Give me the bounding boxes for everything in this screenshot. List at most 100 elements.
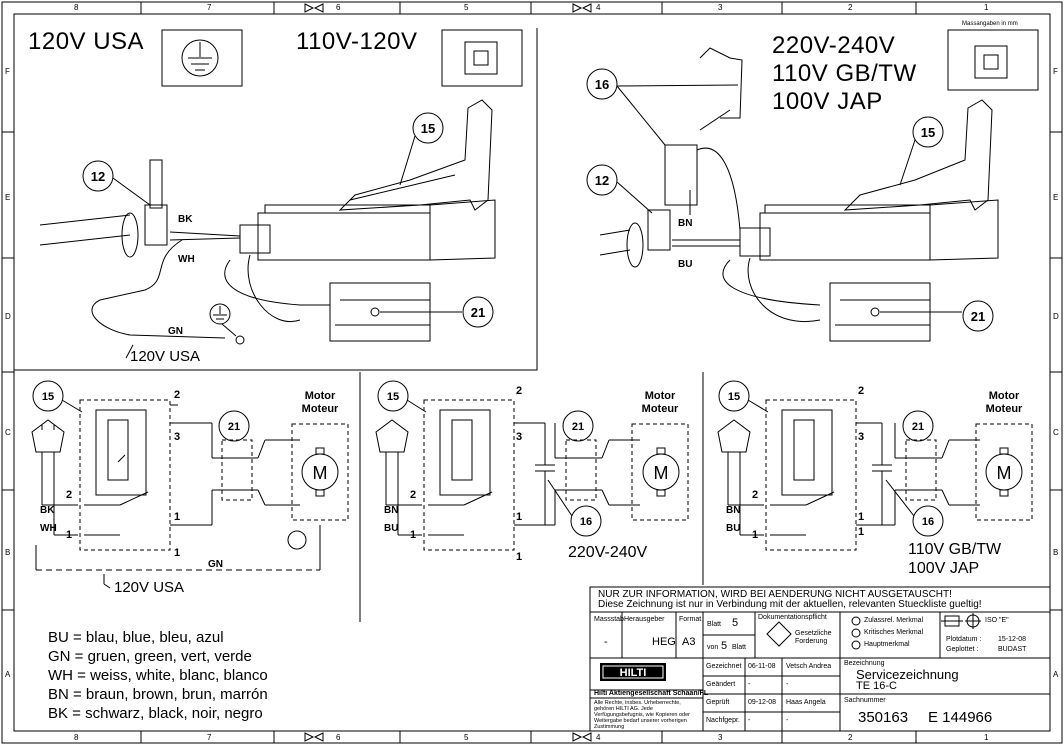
callout-12-left: 12 <box>91 169 105 184</box>
section-divider-left <box>14 28 538 371</box>
herausgeber-label: Herausgeber <box>624 616 665 623</box>
row-label-b-right: B <box>1053 548 1059 557</box>
label-110v-gb-schematic: 110V GB/TW <box>908 541 1002 558</box>
sch2-wire-bn: BN <box>384 505 398 516</box>
row-geaendert-date: - <box>748 681 751 688</box>
sch2-t3: 3 <box>516 431 522 443</box>
notice-line-1: NUR ZUR INFORMATION, WIRD BEI AENDERUNG … <box>598 589 952 600</box>
row-geprueft-name: Haas Angela <box>786 699 826 706</box>
row-geaendert-name: - <box>786 681 789 688</box>
title-110v-gb: 110V GB/TW <box>772 60 917 87</box>
notice-line-2: Diese Zeichnung ist nur in Verbindung mi… <box>598 599 982 610</box>
title-220-240v: 220V-240V <box>772 32 896 59</box>
sch3-sw2: 2 <box>752 489 758 501</box>
title-100v-jap: 100V JAP <box>772 88 883 115</box>
sch1-motor-symbol: M <box>313 463 328 483</box>
zulassung-label: Zulassrel. Merkmal <box>864 617 924 624</box>
col-label-2-top: 2 <box>848 3 853 12</box>
row-label-a-left: A <box>5 670 11 679</box>
col-label-8-top: 8 <box>74 3 79 12</box>
sch3-sw1: 1 <box>752 529 758 541</box>
rights-notice: Alle Rechte, insbes. Urheberrechte, gehö… <box>594 700 691 730</box>
row-label-f-right: F <box>1053 67 1058 76</box>
label-120v-usa-schematic: 120V USA <box>114 579 185 596</box>
sch2-motor-symbol: M <box>654 463 669 483</box>
revision-value: E 144966 <box>928 709 993 726</box>
sch3-callout-21: 21 <box>912 421 924 433</box>
col-label-3-bottom: 3 <box>718 733 723 742</box>
sch1-wire-gn: GN <box>208 559 223 570</box>
sch2-moteur-label: Moteur <box>642 403 679 415</box>
row-label-c-left: C <box>5 428 11 437</box>
row-label-d-right: D <box>1053 312 1059 321</box>
sch2-t1b: 1 <box>516 551 522 563</box>
format-label: Format <box>679 616 702 623</box>
row-geprueft-label: Geprüft <box>706 699 730 706</box>
sch3-t1b: 1 <box>858 526 864 538</box>
sch2-sw1: 1 <box>410 529 416 541</box>
earth-ground-symbol-box <box>161 29 243 87</box>
switch-assembly-left <box>39 99 496 345</box>
schematic-usa <box>31 380 349 589</box>
sch2-wire-bu: BU <box>384 523 398 534</box>
col-label-7-top: 7 <box>207 3 212 12</box>
sch1-t1b: 1 <box>174 547 180 559</box>
row-gezeichnet-date: 06-11-08 <box>748 663 776 670</box>
col-label-1-top: 1 <box>984 3 989 12</box>
label-220-240v-schematic: 220V-240V <box>568 544 648 561</box>
sch1-sw2: 2 <box>66 489 72 501</box>
sch2-sw2: 2 <box>410 489 416 501</box>
von-label: von <box>707 644 719 651</box>
dok-label: Dokumentationspflicht <box>758 614 827 621</box>
col-label-6-bottom: 6 <box>336 733 341 742</box>
col-label-7-bottom: 7 <box>207 733 212 742</box>
sch3-motor-label: Motor <box>989 390 1020 402</box>
col-label-8-bottom: 8 <box>74 733 79 742</box>
bezeichnung-value: Servicezeichnung <box>856 667 959 682</box>
row-geaendert-label: Geändert <box>706 681 736 688</box>
row-nachfgepr-name: - <box>786 717 789 724</box>
wire-label-bk: BK <box>178 214 193 225</box>
herausgeber-value: HEG <box>652 636 676 648</box>
sch3-t1a: 1 <box>858 511 864 523</box>
row-geprueft-date: 09-12-08 <box>748 699 777 706</box>
sachnummer-value: 350163 <box>858 709 909 726</box>
logo-text: HILTI <box>620 667 647 679</box>
sch3-t3: 3 <box>858 431 864 443</box>
sch1-motor-label: Motor <box>305 390 336 402</box>
row-gezeichnet-name: Vetsch Andrea <box>786 663 832 670</box>
blatt-label: Blatt <box>707 621 722 628</box>
title-block <box>589 586 1051 732</box>
col-label-1-bottom: 1 <box>984 733 989 742</box>
col-label-6-top: 6 <box>336 3 341 12</box>
title-110-120v: 110V-120V <box>296 28 418 55</box>
row-nachfgepr-date: - <box>748 717 751 724</box>
sch1-callout-15: 15 <box>42 391 54 403</box>
schematic-gb <box>717 380 1033 551</box>
geplottet-label: Geplottet : <box>946 646 979 653</box>
callout-12-right: 12 <box>595 173 609 188</box>
callout-15-right: 15 <box>921 125 935 140</box>
sch2-callout-15: 15 <box>387 391 399 403</box>
sch3-motor-symbol: M <box>997 463 1012 483</box>
sch3-wire-bn: BN <box>726 505 740 516</box>
legend-wh: WH = weiss, white, blanc, blanco <box>48 667 268 684</box>
sch3-t2: 2 <box>858 385 864 397</box>
wire-label-gn: GN <box>168 326 183 337</box>
sch3-callout-16: 16 <box>922 516 934 528</box>
col-label-5-top: 5 <box>464 3 469 12</box>
col-label-4-top: 4 <box>596 3 601 12</box>
row-label-e-left: E <box>5 193 11 202</box>
blatt-value: 5 <box>732 617 739 629</box>
sch2-callout-16: 16 <box>580 516 592 528</box>
sch3-moteur-label: Moteur <box>986 403 1023 415</box>
product-name: TE 16-C <box>856 680 897 692</box>
callout-15-left: 15 <box>421 121 435 136</box>
legend-bk: BK = schwarz, black, noir, negro <box>48 705 263 722</box>
company-name: Hilti Aktiengesellschaft Schaan/FL <box>594 690 709 697</box>
label-120v-usa-physical: 120V USA <box>130 348 201 365</box>
kritisch-label: Kritisches Merkmal <box>864 629 924 636</box>
legend-gn: GN = gruen, green, vert, verde <box>48 648 252 665</box>
